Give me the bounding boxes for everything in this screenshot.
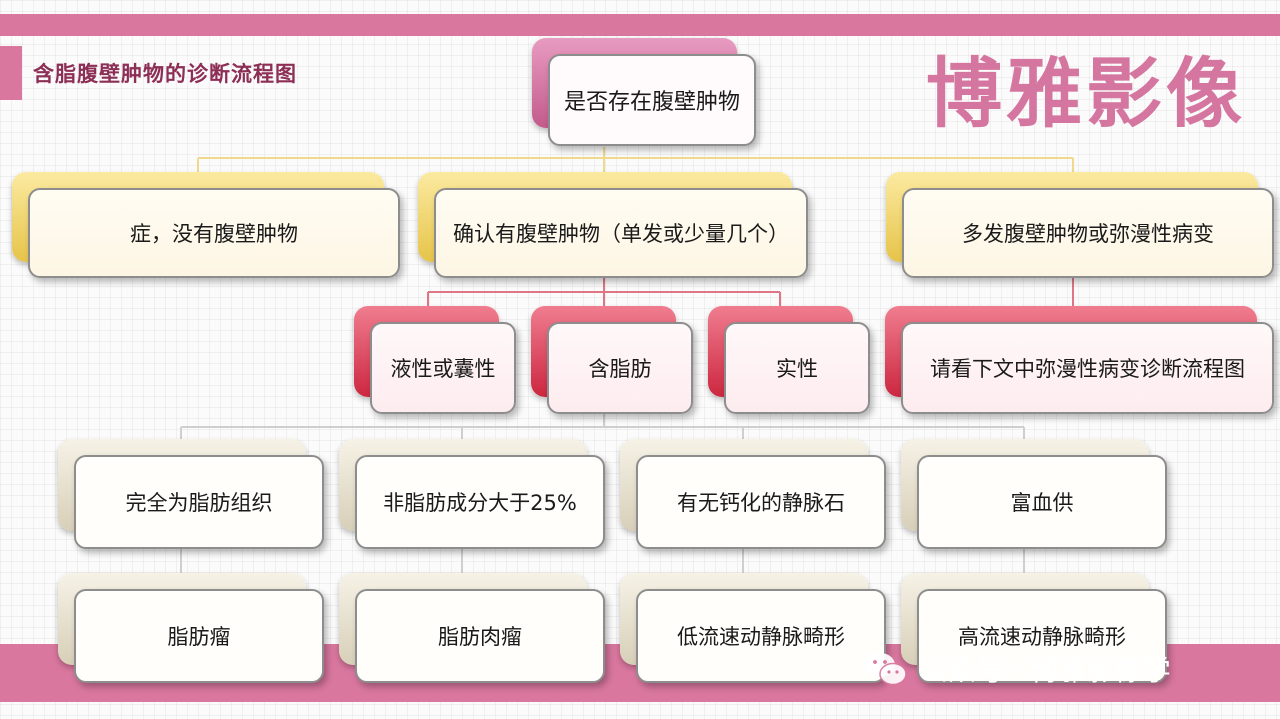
node-dx-lipoma: 脂肪瘤 bbox=[58, 573, 325, 684]
node-fat-containing-label: 含脂肪 bbox=[547, 322, 693, 414]
node-root: 是否存在腹壁肿物 bbox=[532, 38, 757, 148]
brand-logo: 博雅影像 bbox=[926, 49, 1246, 138]
node-solid-label: 实性 bbox=[724, 322, 870, 414]
node-criterion-nonfat-label: 非脂肪成分大于25% bbox=[355, 455, 605, 549]
node-dx-liposarcoma-label: 脂肪肉瘤 bbox=[355, 589, 605, 683]
page-title: 含脂腹壁肿物的诊断流程图 bbox=[33, 62, 297, 86]
node-criterion-phlebolith-label: 有无钙化的静脉石 bbox=[636, 455, 886, 549]
node-diffuse-reference: 请看下文中弥漫性病变诊断流程图 bbox=[885, 306, 1275, 415]
connector-root-to-level1 bbox=[197, 147, 1074, 175]
node-dx-lipoma-label: 脂肪瘤 bbox=[74, 589, 324, 683]
watermark: 公众号 · 博雅影像学 bbox=[862, 647, 1171, 691]
node-multiple-diffuse-label: 多发腹壁肿物或弥漫性病变 bbox=[902, 188, 1274, 278]
top-band bbox=[0, 14, 1280, 36]
node-dx-liposarcoma: 脂肪肉瘤 bbox=[339, 573, 606, 684]
node-diffuse-reference-label: 请看下文中弥漫性病变诊断流程图 bbox=[901, 322, 1274, 414]
node-dx-high-flow-avm: 高流速动静脉畸形 bbox=[901, 573, 1168, 684]
node-criterion-hypervascular: 富血供 bbox=[901, 439, 1168, 550]
node-criterion-pure-fat-label: 完全为脂肪组织 bbox=[74, 455, 324, 549]
node-fat-containing: 含脂肪 bbox=[531, 306, 694, 415]
node-dx-low-flow-avm-label: 低流速动静脉畸形 bbox=[636, 589, 886, 683]
node-root-label: 是否存在腹壁肿物 bbox=[548, 54, 756, 146]
node-cystic-label: 液性或囊性 bbox=[370, 322, 516, 414]
node-cystic: 液性或囊性 bbox=[354, 306, 517, 415]
node-confirmed-mass: 确认有腹壁肿物（单发或少量几个） bbox=[418, 172, 810, 280]
node-no-mass: 症，没有腹壁肿物 bbox=[12, 172, 402, 280]
node-dx-high-flow-avm-label: 高流速动静脉畸形 bbox=[917, 589, 1167, 683]
node-confirmed-mass-label: 确认有腹壁肿物（单发或少量几个） bbox=[434, 188, 808, 278]
node-no-mass-label: 症，没有腹壁肿物 bbox=[28, 188, 400, 278]
watermark-text: 公众号 · 博雅影像学 bbox=[920, 654, 1171, 687]
node-criterion-pure-fat: 完全为脂肪组织 bbox=[58, 439, 325, 550]
wechat-icon bbox=[865, 653, 907, 686]
node-criterion-nonfat: 非脂肪成分大于25% bbox=[339, 439, 606, 550]
title-accent-tab bbox=[0, 46, 22, 100]
node-criterion-phlebolith: 有无钙化的静脉石 bbox=[620, 439, 887, 550]
node-multiple-diffuse: 多发腹壁肿物或弥漫性病变 bbox=[886, 172, 1276, 280]
node-criterion-hypervascular-label: 富血供 bbox=[917, 455, 1167, 549]
node-solid: 实性 bbox=[708, 306, 871, 415]
node-dx-low-flow-avm: 低流速动静脉畸形 bbox=[620, 573, 887, 684]
